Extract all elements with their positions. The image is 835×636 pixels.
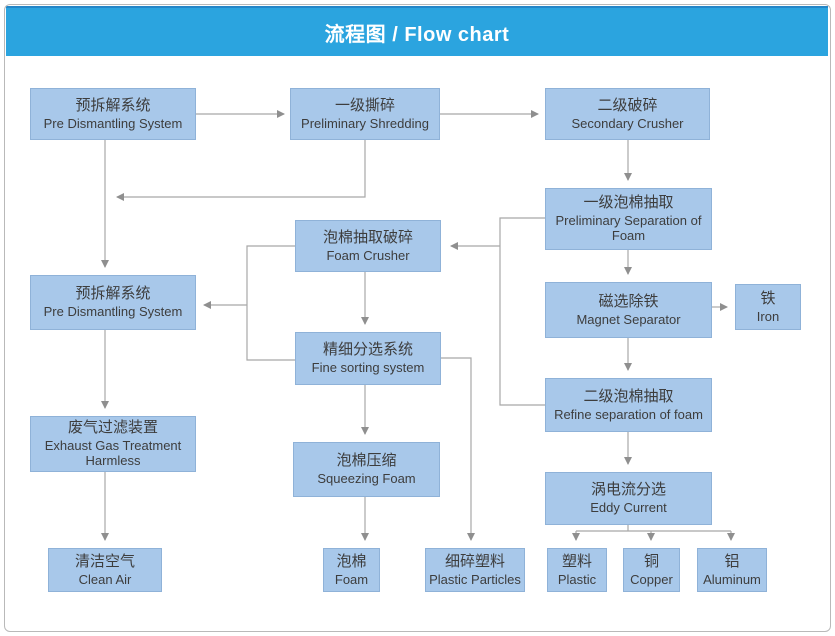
node-secondary-crusher: 二级破碎 Secondary Crusher bbox=[545, 88, 710, 140]
node-preliminary-shredding: 一级撕碎 Preliminary Shredding bbox=[290, 88, 440, 140]
node-label-zh: 一级泡棉抽取 bbox=[583, 194, 674, 212]
page-title: 流程图 / Flow chart bbox=[324, 23, 510, 46]
node-eddy-current: 涡电流分选 Eddy Current bbox=[545, 472, 712, 525]
node-label-en: Foam Crusher bbox=[326, 247, 410, 263]
node-label-en: Exhaust Gas Treatment Harmless bbox=[44, 437, 182, 469]
node-magnet-separator: 磁选除铁 Magnet Separator bbox=[545, 282, 712, 338]
node-label-en: Copper bbox=[630, 571, 673, 587]
node-label-en: Plastic bbox=[557, 571, 597, 587]
node-label-zh: 细碎塑料 bbox=[444, 552, 505, 570]
node-label-zh: 预拆解系统 bbox=[75, 96, 151, 114]
node-label-en: Preliminary Separation of Foam bbox=[555, 212, 702, 244]
node-copper: 铜 Copper bbox=[623, 548, 680, 592]
node-label-zh: 塑料 bbox=[561, 552, 592, 570]
node-label-en: Preliminary Shredding bbox=[301, 115, 429, 131]
node-label-zh: 清洁空气 bbox=[74, 552, 135, 570]
node-label-zh: 二级破碎 bbox=[597, 96, 658, 114]
node-label-en: Pre Dismantling System bbox=[43, 304, 183, 320]
node-label-zh: 磁选除铁 bbox=[598, 292, 659, 310]
node-foam: 泡棉 Foam bbox=[323, 548, 380, 592]
node-label-en: Magnet Separator bbox=[576, 311, 681, 327]
node-label-zh: 废气过滤装置 bbox=[67, 419, 158, 437]
node-label-en: Iron bbox=[756, 308, 780, 324]
node-label-en: Secondary Crusher bbox=[571, 115, 684, 131]
node-label-zh: 一级撕碎 bbox=[334, 96, 395, 114]
node-label-zh: 涡电流分选 bbox=[590, 481, 666, 499]
node-plastic: 塑料 Plastic bbox=[547, 548, 607, 592]
node-refine-separation-of-foam: 二级泡棉抽取 Refine separation of foam bbox=[545, 378, 712, 432]
node-label-en: Aluminum bbox=[703, 571, 761, 587]
node-iron: 铁 Iron bbox=[735, 284, 801, 330]
node-squeezing-foam: 泡棉压缩 Squeezing Foam bbox=[293, 442, 440, 497]
node-label-zh: 铜 bbox=[643, 552, 659, 570]
node-label-en: Refine separation of foam bbox=[554, 406, 703, 422]
header-bar: 流程图 / Flow chart bbox=[6, 6, 828, 56]
node-fine-sorting-system: 精细分选系统 Fine sorting system bbox=[295, 332, 441, 385]
node-preliminary-separation-of-foam: 一级泡棉抽取 Preliminary Separation of Foam bbox=[545, 188, 712, 250]
node-pre-dismantling-system-1: 预拆解系统 Pre Dismantling System bbox=[30, 88, 196, 140]
node-label-en: Clean Air bbox=[78, 571, 132, 587]
node-label-en: Eddy Current bbox=[590, 500, 667, 516]
node-label-en: Fine sorting system bbox=[311, 360, 425, 376]
node-label-en: Pre Dismantling System bbox=[43, 115, 183, 131]
node-label-en: Squeezing Foam bbox=[317, 471, 416, 487]
node-foam-crusher: 泡棉抽取破碎 Foam Crusher bbox=[295, 220, 441, 272]
node-clean-air: 清洁空气 Clean Air bbox=[48, 548, 162, 592]
node-label-zh: 泡棉抽取破碎 bbox=[322, 228, 413, 246]
node-label-en: Plastic Particles bbox=[429, 571, 521, 587]
node-label-zh: 精细分选系统 bbox=[322, 341, 413, 359]
node-label-en: Foam bbox=[334, 571, 369, 587]
node-pre-dismantling-system-2: 预拆解系统 Pre Dismantling System bbox=[30, 275, 196, 330]
node-label-zh: 泡棉 bbox=[336, 552, 367, 570]
node-label-zh: 二级泡棉抽取 bbox=[583, 387, 674, 405]
node-label-zh: 预拆解系统 bbox=[75, 285, 151, 303]
node-plastic-particles: 细碎塑料 Plastic Particles bbox=[425, 548, 525, 592]
node-label-zh: 铝 bbox=[724, 552, 740, 570]
node-exhaust-gas-treatment: 废气过滤装置 Exhaust Gas Treatment Harmless bbox=[30, 416, 196, 472]
node-aluminum: 铝 Aluminum bbox=[697, 548, 767, 592]
node-label-zh: 泡棉压缩 bbox=[336, 452, 397, 470]
node-label-zh: 铁 bbox=[760, 289, 776, 307]
